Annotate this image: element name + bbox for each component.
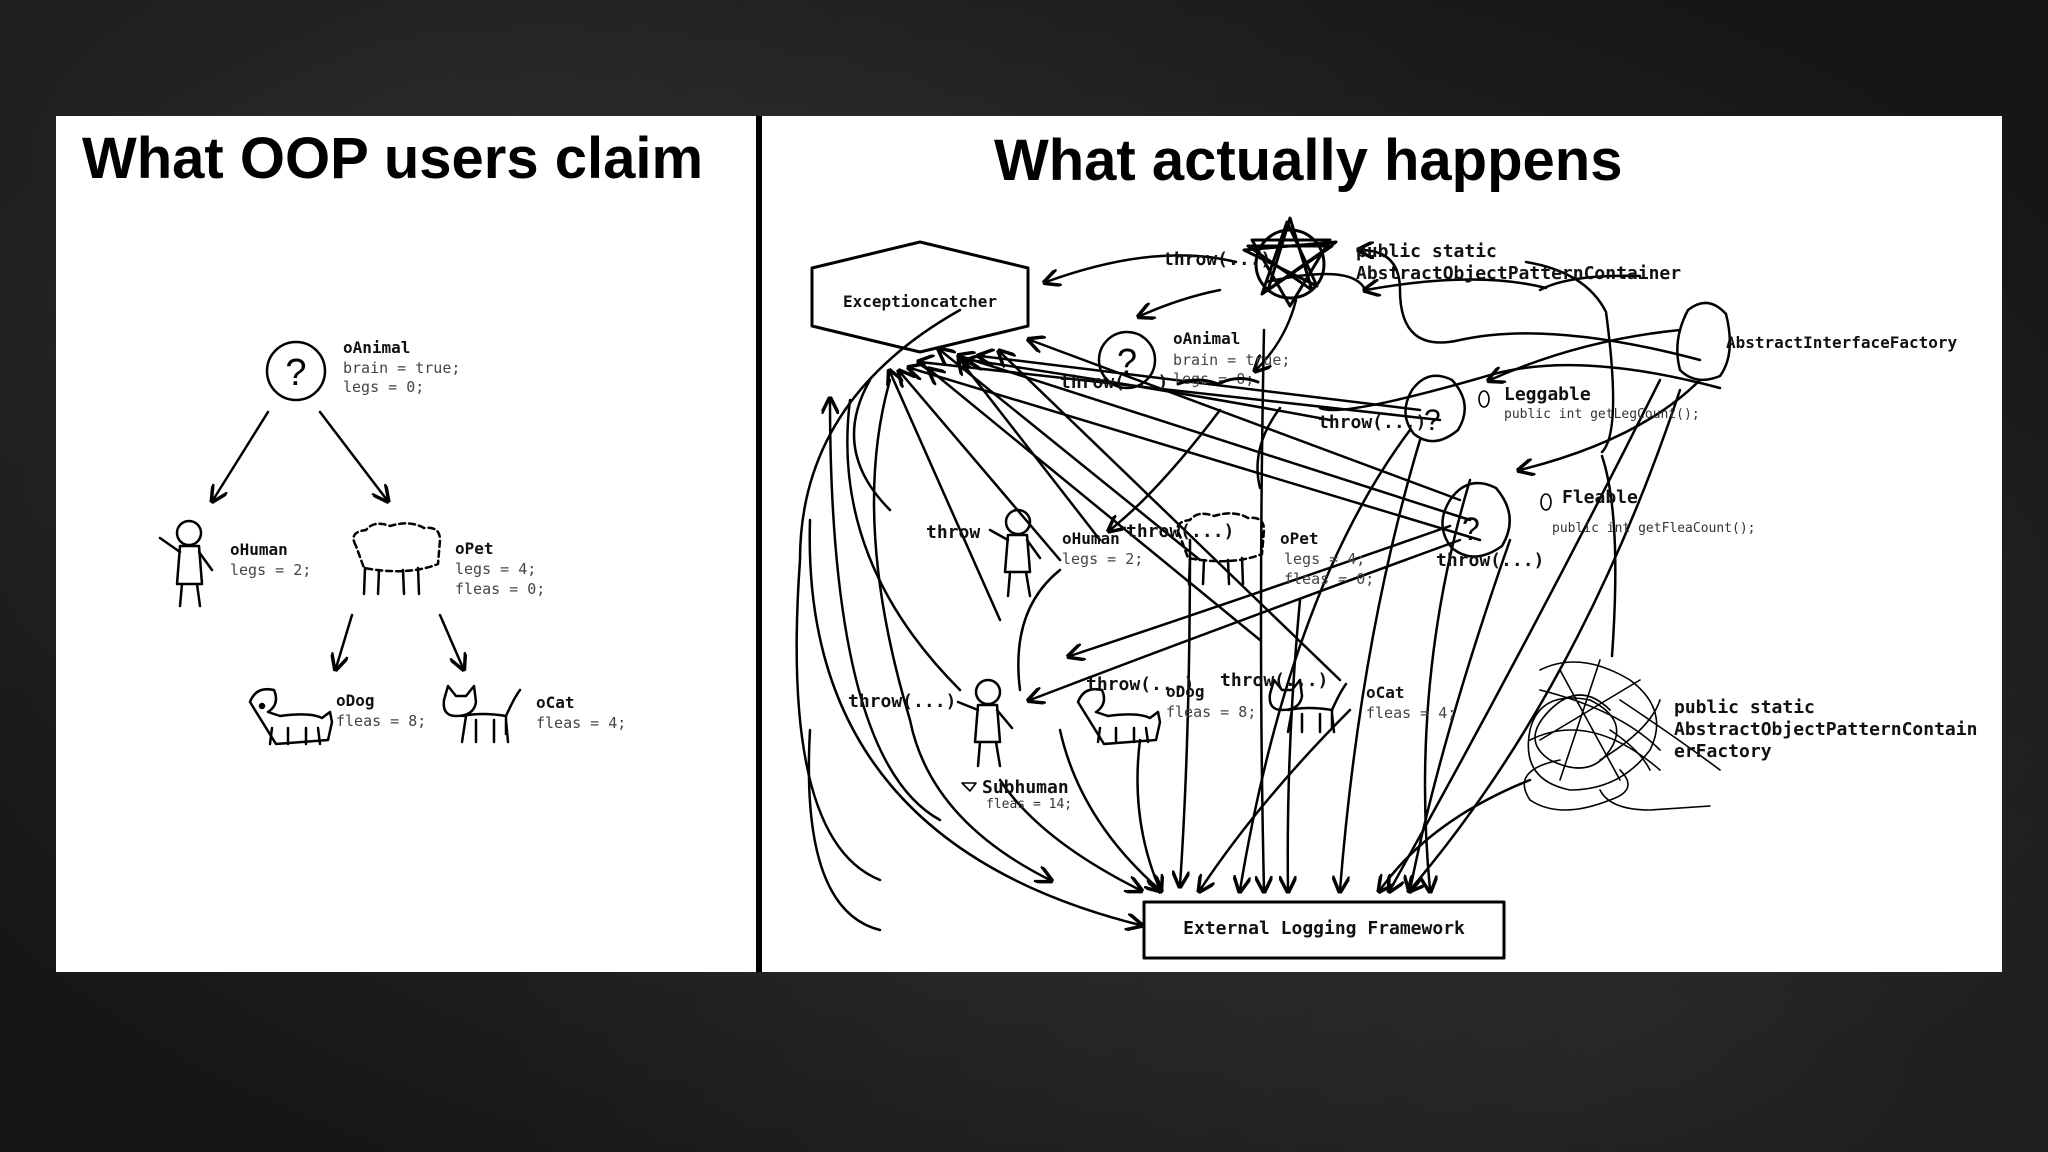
leggable-method: public int getLegCount(); (1504, 407, 1700, 422)
right-panel: What actually happens (762, 116, 2002, 972)
right-pet-attr2: fleas = 0; (1284, 570, 1374, 588)
exceptioncatcher-label: Exceptioncatcher (843, 292, 997, 311)
left-human-attr1: legs = 2; (230, 561, 311, 579)
fleeable-method: public int getFleaCount(); (1552, 521, 1756, 536)
throw-label-human: throw (926, 522, 980, 543)
question-glyph: ? (1424, 404, 1441, 437)
left-pet-attr2: fleas = 0; (455, 580, 545, 598)
container-factory-line3: erFactory (1674, 741, 1772, 762)
left-human-name: oHuman (230, 540, 288, 559)
container-line2: AbstractObjectPatternContainer (1356, 263, 1681, 284)
left-dog-name: oDog (336, 691, 375, 710)
container-factory-line2: AbstractObjectPatternContain (1674, 719, 1977, 740)
right-panel-title: What actually happens (994, 128, 1622, 193)
left-pet-name: oPet (455, 539, 494, 558)
left-animal-name: oAnimal (343, 338, 410, 357)
throw-label-leggable: throw(...) (1318, 412, 1426, 433)
right-cat-name: oCat (1366, 683, 1405, 702)
right-pet-name: oPet (1280, 529, 1319, 548)
question-glyph: ? (285, 352, 306, 394)
container-factory-line1: public static (1674, 697, 1815, 718)
right-animal-attr1: brain = true; (1173, 351, 1290, 369)
left-panel: What OOP users claim ? oAnimal brain = t… (56, 116, 756, 972)
panel-divider (756, 116, 762, 972)
left-panel-title: What OOP users claim (82, 126, 703, 191)
throw-label-cat: throw(...) (1220, 670, 1328, 691)
container-line1: public static (1356, 241, 1497, 262)
leggable-label: Leggable (1504, 384, 1591, 405)
question-glyph: ? (1462, 511, 1480, 547)
throw-label-subhuman: throw(...) (848, 691, 956, 712)
right-dog-attr1: fleas = 8; (1166, 703, 1256, 721)
throw-label-fleeable: throw(...) (1436, 550, 1544, 571)
logging-framework-label: External Logging Framework (1183, 918, 1465, 939)
throw-label-pet: throw(...) (1126, 521, 1234, 542)
left-dog-attr1: fleas = 8; (336, 712, 426, 730)
left-cat-attr1: fleas = 4; (536, 714, 626, 732)
subhuman-label: Subhuman (982, 777, 1069, 798)
fleeable-label: Fleable (1562, 487, 1638, 508)
throw-label-top: throw(...) (1163, 249, 1271, 270)
right-animal-name: oAnimal (1173, 329, 1240, 348)
right-cat-attr1: fleas = 4; (1366, 704, 1456, 722)
right-human-attr1: legs = 2; (1062, 550, 1143, 568)
left-cat-name: oCat (536, 693, 575, 712)
throw-label-animal: throw(...) (1060, 372, 1168, 393)
interface-factory-label: AbstractInterfaceFactory (1726, 333, 1958, 352)
throw-label-dog: throw(...) (1086, 674, 1194, 695)
right-human-name: oHuman (1062, 529, 1120, 548)
left-pet-attr1: legs = 4; (455, 560, 536, 578)
subhuman-attr1: fleas = 14; (986, 797, 1072, 812)
left-animal-attr1: brain = true; (343, 359, 460, 377)
left-animal-attr2: legs = 0; (343, 378, 424, 396)
right-pet-attr1: legs = 4; (1284, 550, 1365, 568)
